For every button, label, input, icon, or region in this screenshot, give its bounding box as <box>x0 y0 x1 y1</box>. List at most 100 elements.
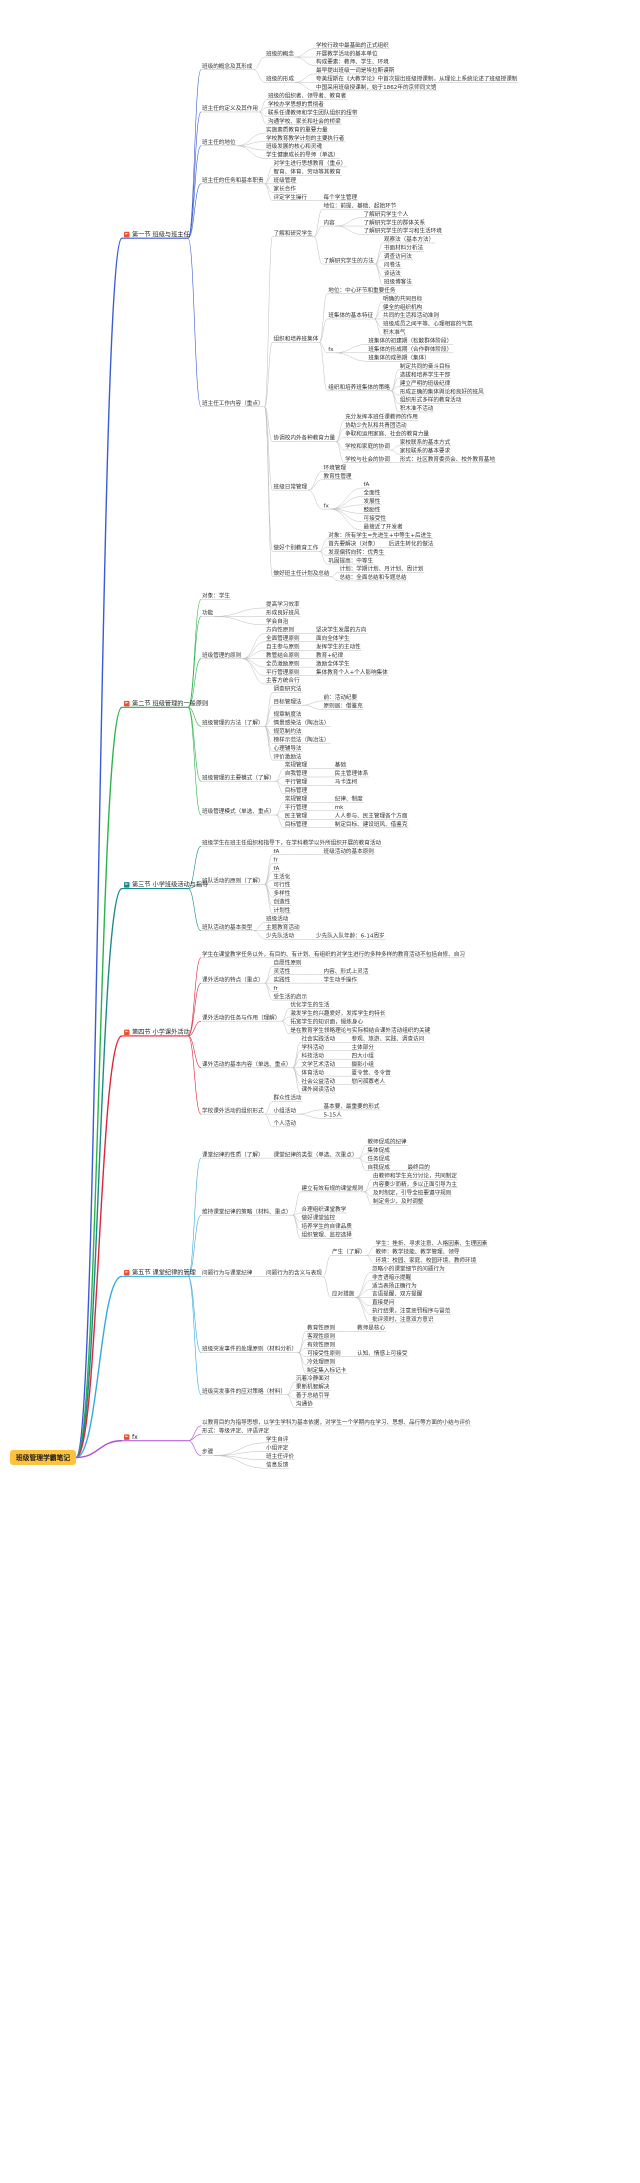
mind-node-label: 榜样示范法（陶冶法） <box>274 735 330 743</box>
mind-node-label: 拓宽学生的知识面，锻炼身心 <box>290 1018 363 1026</box>
branch-node[interactable]: 第一节 班级与班主任 <box>124 230 190 238</box>
mind-node-label: fr <box>274 986 279 992</box>
node-connector <box>264 166 273 185</box>
mind-node-label: 联系任课教师和学生团队组织的纽带 <box>268 108 358 116</box>
sub-connector <box>187 616 202 708</box>
mind-node-label: 班级成员之间平等、心理相容的气氛 <box>383 320 473 328</box>
mind-node-label: 最早提出班级一词是埃拉斯谟斯 <box>316 66 395 74</box>
branch-node[interactable]: fx <box>124 1434 138 1441</box>
branch-connector <box>75 1035 123 1459</box>
mind-node-label: 明确的共同目标 <box>383 294 423 302</box>
mind-node-label: 平行管理 <box>285 778 308 786</box>
node-connector <box>319 341 328 354</box>
node-connector <box>335 428 345 442</box>
mind-node-label: 参观、旅游、实践、调查访问 <box>352 1035 425 1043</box>
mind-node-label: 学生自评 <box>266 1435 289 1443</box>
node-connector <box>253 69 266 83</box>
node-connector <box>302 704 323 710</box>
mind-node-label: 班主任的定义及其作用 <box>202 104 258 112</box>
mind-node-label: 课外活动的任务与作用（理解） <box>202 1013 280 1021</box>
mind-node-label: 最终目的 <box>407 1163 430 1171</box>
node-connector <box>264 406 273 491</box>
mind-node-label: 地位：中心环节和重要任务 <box>328 286 396 294</box>
node-connector <box>334 352 368 362</box>
mind-node-label: 课堂纪律的性质（了解） <box>202 1150 264 1158</box>
node-connector <box>297 1352 307 1374</box>
mind-node-label: 形成正确的集体舆论和良好的班风 <box>400 387 484 395</box>
mind-node-label: 民主管理 <box>285 811 308 819</box>
node-connector <box>253 922 266 932</box>
node-connector <box>373 318 383 337</box>
mind-node-label: 观察法（基本方法） <box>384 235 434 243</box>
branch-node[interactable]: 第四节 小学课外活动 <box>124 1028 190 1036</box>
mind-node-label: 目标管理 <box>285 786 308 794</box>
mind-node-label: 建立有效有规的课堂规则 <box>302 1184 364 1192</box>
mind-node-label: 冷处理原则 <box>307 1357 335 1365</box>
mind-node-label: 学科活动 <box>302 1043 325 1051</box>
node-connector <box>335 420 345 442</box>
sub-connector <box>187 884 202 889</box>
node-connector <box>242 658 266 676</box>
mind-node-label: 沟通学校、家长和社会的桥梁 <box>268 117 341 125</box>
mind-node-label: 由教师和学生充分讨论，共同制定 <box>373 1171 457 1179</box>
mind-node-label: 5-15人 <box>324 1112 343 1119</box>
node-connector <box>355 1280 371 1298</box>
mind-node-label: 班级突发事件的处理原则（材料分析） <box>202 1345 297 1353</box>
mind-node-label: 班级的形成 <box>266 75 294 83</box>
branch-label: 第三节 小学班级活动与指导 <box>132 881 208 889</box>
node-connector <box>264 974 273 984</box>
mind-node-label: 发展性 <box>364 497 381 505</box>
mind-node-label: 课堂纪律的类型（单选、次重点） <box>274 1150 358 1158</box>
mind-node-label: 规范制约法 <box>274 727 302 735</box>
mind-node-label: 积木准不活动 <box>400 404 434 412</box>
node-connector <box>236 132 266 147</box>
node-connector <box>358 1145 367 1159</box>
mind-node-label: 小组评定 <box>266 1444 289 1452</box>
mind-node-label: fA <box>274 849 280 855</box>
sub-connector <box>187 111 202 239</box>
mind-node-label: 对象：学生 <box>202 592 230 600</box>
mind-node-label: 学会自治 <box>266 617 289 625</box>
mind-node-label: 有效性原则 <box>307 1340 335 1348</box>
mind-node-label: 开展教学活动的基本单位 <box>316 49 378 57</box>
mind-node-label: 制定共同的奋斗目标 <box>400 362 451 370</box>
root-node[interactable]: 班级管理学霸笔记 <box>10 1450 76 1465</box>
node-connector <box>373 301 383 320</box>
mind-node-label: 班集体的基本特征 <box>328 311 373 319</box>
mind-node-label: 后进生转化的做法 <box>389 539 434 547</box>
mind-node-label: 受生活的启示 <box>274 992 308 1000</box>
mind-node-label: 班级管理的方法（了解） <box>202 718 264 726</box>
mind-node-label: 班队活动的基本类型 <box>202 923 253 931</box>
mind-node-label: 积木准气 <box>383 328 406 336</box>
mind-node-label: 激励全体学生 <box>316 659 350 667</box>
mind-node-label: 可接受性原则 <box>307 1349 341 1357</box>
node-connector <box>292 1214 301 1239</box>
mind-node-label: 维持课堂纪律的策略（材料、重点） <box>202 1207 292 1215</box>
node-connector <box>286 1394 295 1408</box>
sub-connector <box>187 658 202 708</box>
mind-node-label: 目标管理法 <box>274 697 302 705</box>
mind-node-label: 认知、情感上可接受 <box>357 1349 408 1357</box>
node-connector <box>242 658 266 685</box>
sub-connector <box>187 183 202 239</box>
mind-node-label: 学生动手操作 <box>324 975 358 983</box>
branch-node[interactable]: 第五节 课堂纪律的管理 <box>124 1269 196 1277</box>
branch-node[interactable]: 第三节 小学班级活动与指导 <box>124 881 208 889</box>
mind-node-label: 善于总结引导 <box>296 1391 330 1399</box>
flag-icon <box>124 700 130 707</box>
node-connector <box>264 726 273 744</box>
mind-node-label: 社会公益活动 <box>302 1077 336 1085</box>
node-connector <box>264 884 273 915</box>
mind-node-label: 教育性管理 <box>324 472 352 480</box>
mind-node-label: 最接近了开发者 <box>364 522 404 530</box>
mind-node-label: 课外活动的特点（重点） <box>202 975 264 983</box>
mind-node-label: 四大小组 <box>352 1051 375 1059</box>
mind-node-label: 充分发挥本班任课教师的作用 <box>345 413 418 421</box>
node-connector <box>264 406 273 442</box>
mind-node-label: 对象：所有学生=先进生+中等生+后进生 <box>328 531 432 539</box>
mind-node-label: 班集体的初建期（松散群体阶段） <box>368 337 452 345</box>
branch-label: 第一节 班级与班主任 <box>132 230 190 238</box>
mind-node-label: 果断机智解决 <box>296 1383 330 1391</box>
branch-node[interactable]: 第二节 班级管理的一般原则 <box>124 699 208 707</box>
mind-node-label: 制定目标、建设班风、借鉴克 <box>335 820 408 828</box>
